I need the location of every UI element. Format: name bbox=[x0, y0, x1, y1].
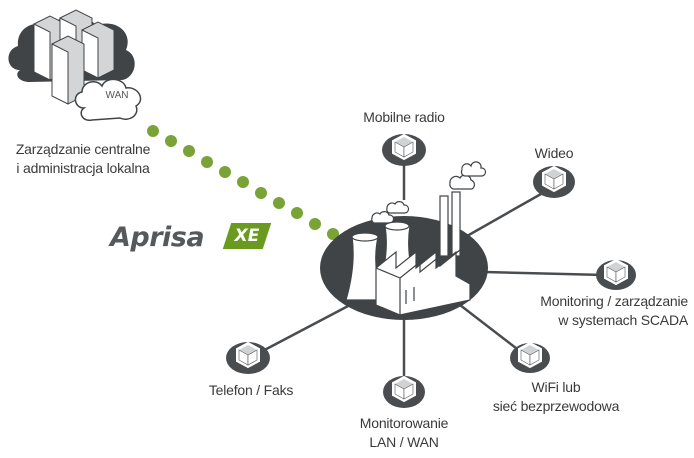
video-label: Wideo bbox=[534, 145, 574, 161]
wifi-label: WiFi lub sieć bezprzewodowa bbox=[470, 378, 642, 416]
device-node-monitoring bbox=[596, 259, 636, 290]
device-node-video bbox=[533, 166, 575, 198]
mobile-radio-label: Mobilne radio bbox=[363, 109, 445, 125]
wan-cloud-label: WAN bbox=[105, 90, 129, 101]
central-management-label: Zarządzanie centralne i administracja lo… bbox=[0, 140, 166, 178]
hub-links bbox=[254, 160, 606, 385]
server-stack-icon bbox=[33, 9, 115, 105]
factory-hub bbox=[320, 161, 488, 320]
device-node-mobile-radio bbox=[382, 134, 426, 166]
factory-icon bbox=[345, 161, 487, 316]
wifi-label-line1: WiFi lub bbox=[531, 379, 581, 395]
lan-wan-label-line2: LAN / WAN bbox=[369, 434, 439, 450]
wan-cloud-shape bbox=[74, 78, 142, 121]
brand-badge-text: XE bbox=[234, 226, 260, 246]
device-node-phone bbox=[226, 342, 270, 374]
monitoring-label-line1: Monitoring / zarządzanie bbox=[540, 293, 688, 309]
lan-wan-label-line1: Monitorowanie bbox=[359, 415, 449, 431]
green-dotted-link bbox=[147, 125, 339, 240]
wifi-label-line2: sieć bezprzewodowa bbox=[492, 398, 620, 414]
device-node-lanwan bbox=[383, 376, 425, 408]
lan-wan-label: Monitorowanie LAN / WAN bbox=[340, 414, 468, 452]
phone-fax-label: Telefon / Faks bbox=[208, 382, 294, 398]
central-cloud bbox=[8, 9, 142, 121]
central-label-line1: Zarządzanie centralne bbox=[15, 141, 151, 157]
monitoring-label-line2: w systemach SCADA bbox=[558, 312, 688, 328]
central-label-line2: i administracja lokalna bbox=[16, 160, 150, 176]
monitoring-label: Monitoring / zarządzanie w systemach SCA… bbox=[500, 292, 688, 330]
brand-badge: XE bbox=[222, 223, 272, 249]
brand-name: Aprisa bbox=[110, 222, 205, 253]
aprisa-xe-logo: Aprisa XE bbox=[110, 222, 272, 254]
device-node-wifi bbox=[510, 342, 550, 373]
